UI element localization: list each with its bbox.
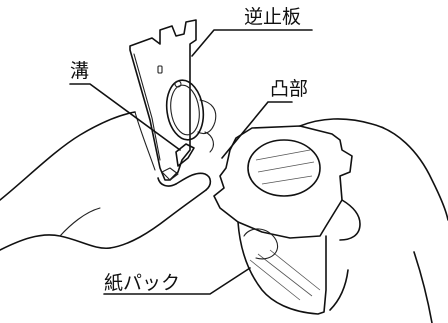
paper-pack [213,125,353,315]
right-hand [243,118,448,323]
paper-pack-label: 紙パック [104,272,181,294]
convex-part-label: 凸部 [270,78,309,100]
groove-label: 溝 [70,60,90,82]
leader-lines [69,29,313,295]
left-hand [0,99,217,251]
check-plate-label: 逆止板 [244,6,302,28]
check-plate [129,19,205,181]
